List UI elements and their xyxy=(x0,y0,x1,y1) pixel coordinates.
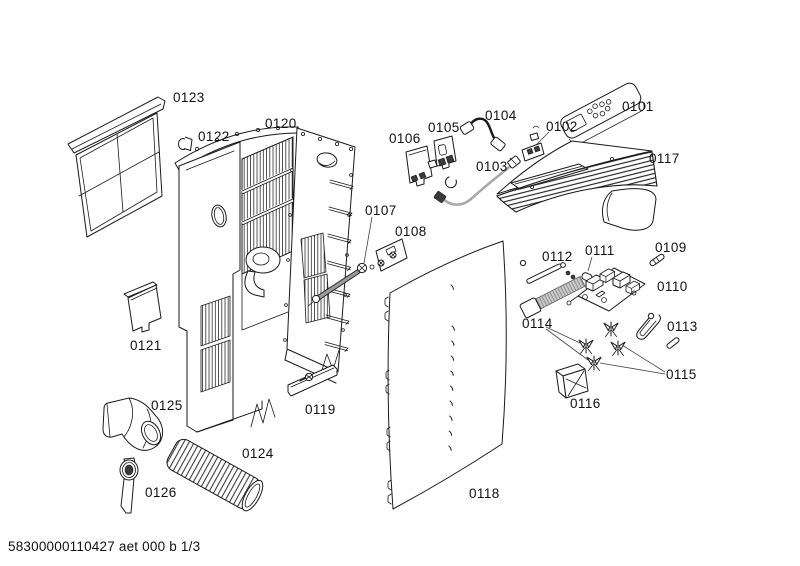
part-label-0117: 0117 xyxy=(649,151,680,166)
part-label-0112: 0112 xyxy=(542,249,573,264)
part-label-0124: 0124 xyxy=(242,446,274,461)
part-0110-drawing xyxy=(566,267,646,312)
part-0101-drawing xyxy=(560,82,646,146)
part-label-0123: 0123 xyxy=(173,90,205,105)
part-label-0105: 0105 xyxy=(428,120,460,135)
part-label-0122: 0122 xyxy=(198,129,230,144)
part-label-0107: 0107 xyxy=(365,203,397,218)
part-0126-drawing xyxy=(119,457,139,514)
part-label-0118: 0118 xyxy=(469,486,500,501)
part-0112-drawing xyxy=(519,259,586,319)
part-0114-drawing xyxy=(545,326,602,372)
part-label-0119: 0119 xyxy=(305,402,336,417)
part-0105-drawing xyxy=(433,135,457,170)
part-0117-drawing xyxy=(496,140,658,231)
part-0115-drawing xyxy=(599,321,666,375)
part-0102-drawing xyxy=(521,125,550,162)
part-0107-drawing xyxy=(307,216,373,307)
part-0119-drawing xyxy=(287,364,338,397)
part-0108-drawing xyxy=(369,238,408,272)
part-label-0108: 0108 xyxy=(395,224,427,239)
part-label-0121: 0121 xyxy=(130,338,162,353)
part-label-0104: 0104 xyxy=(485,108,517,123)
part-0116-drawing xyxy=(555,363,589,399)
part-label-0126: 0126 xyxy=(145,485,177,500)
document-footer: 58300000110427 aet 000 b 1/3 xyxy=(8,539,201,554)
part-0121-drawing xyxy=(123,281,162,333)
part-label-0116: 0116 xyxy=(570,396,601,411)
part-0122-drawing xyxy=(178,136,193,151)
part-label-0120: 0120 xyxy=(265,116,297,131)
part-label-0113: 0113 xyxy=(667,319,698,334)
part-label-0103: 0103 xyxy=(476,159,508,174)
part-label-0102: 0102 xyxy=(546,119,578,134)
part-0124-drawing xyxy=(166,438,264,512)
part-0123-drawing xyxy=(67,96,166,238)
part-label-0114: 0114 xyxy=(522,316,553,331)
part-label-0106: 0106 xyxy=(389,131,421,146)
part-label-0109: 0109 xyxy=(655,240,687,255)
part-0103-drawing xyxy=(433,155,521,206)
part-0125-drawing xyxy=(102,397,164,451)
part-0109-drawing xyxy=(649,253,665,267)
part-0113-drawing xyxy=(636,312,680,349)
part-label-0111: 0111 xyxy=(585,243,615,258)
part-0120-drawing xyxy=(174,126,356,433)
part-label-0125: 0125 xyxy=(151,398,183,413)
part-label-0110: 0110 xyxy=(657,279,688,294)
part-0104-drawing xyxy=(459,117,506,152)
part-0106-drawing xyxy=(405,145,438,187)
part-label-0115: 0115 xyxy=(666,367,697,382)
part-0118-drawing xyxy=(384,240,507,510)
part-label-0101: 0101 xyxy=(622,99,654,114)
